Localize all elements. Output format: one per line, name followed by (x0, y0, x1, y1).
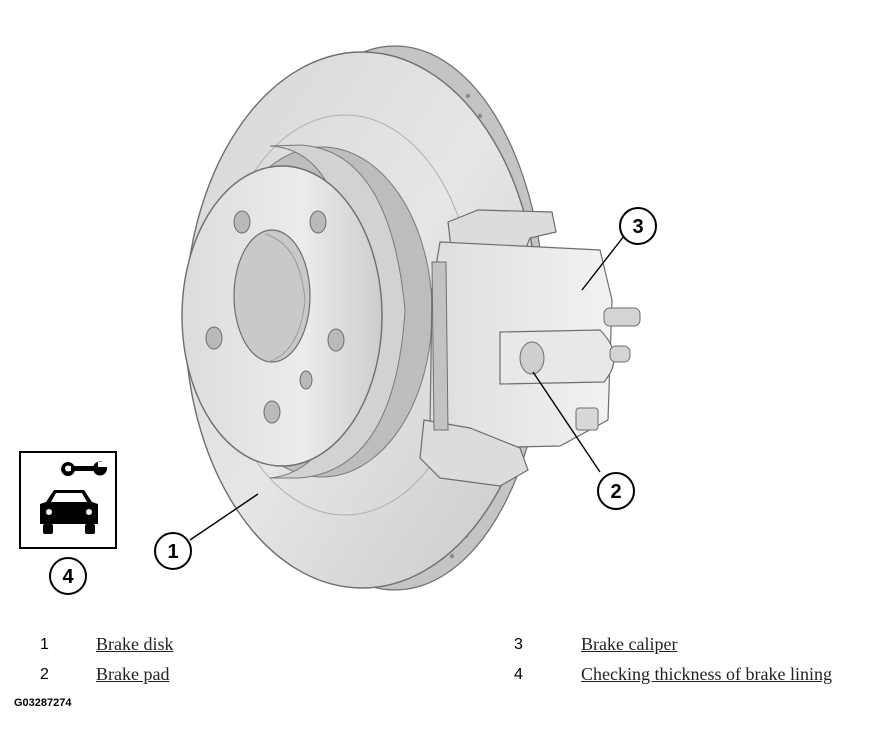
legend-number-1: 1 (40, 636, 49, 653)
leader-line-1 (189, 493, 259, 541)
legend-number-3: 3 (514, 636, 523, 653)
legend-link-brake-pad[interactable]: Brake pad (96, 664, 170, 684)
figure-id: G03287274 (14, 697, 72, 709)
callout-1: 1 (154, 532, 192, 570)
legend-link-brake-caliper[interactable]: Brake caliper (581, 634, 678, 654)
wrench-icon (61, 461, 108, 476)
brake-caliper (419, 209, 641, 487)
callout-2-label: 2 (610, 481, 621, 503)
disk-bolt-holes (205, 210, 345, 424)
callout-2: 2 (597, 472, 635, 510)
callout-3: 3 (619, 207, 657, 245)
callout-3-label: 3 (632, 216, 643, 238)
legend-number-4: 4 (514, 666, 523, 683)
car-icon (40, 490, 98, 534)
legend-link-checking-thickness[interactable]: Checking thickness of brake lining (581, 664, 832, 684)
leader-line-3 (581, 235, 625, 291)
callout-4: 4 (49, 557, 87, 595)
legend-number-2: 2 (40, 666, 49, 683)
leader-line-2 (532, 371, 601, 473)
callout-4-label: 4 (62, 566, 74, 588)
service-check-box (19, 451, 117, 549)
callout-1-label: 1 (167, 541, 178, 563)
brake-assembly-diagram: 1 2 3 4 (19, 45, 657, 595)
brake-pad (431, 261, 449, 431)
legend-link-brake-disk[interactable]: Brake disk (96, 634, 174, 654)
